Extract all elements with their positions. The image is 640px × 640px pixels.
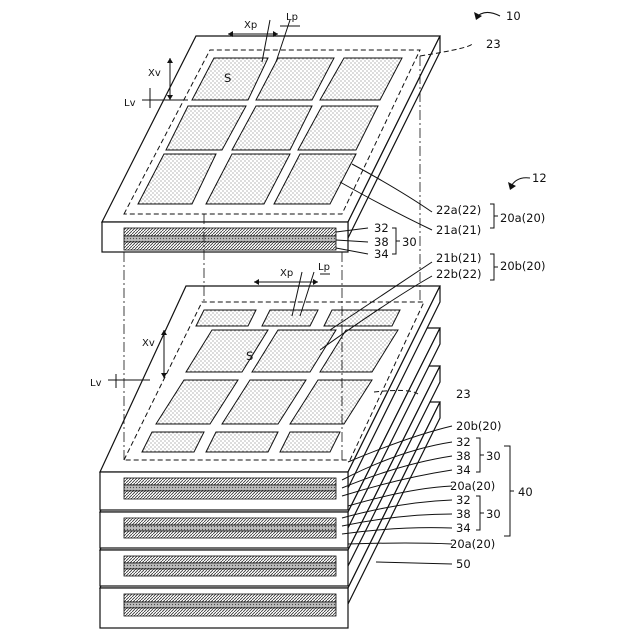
label-20b-mid: 20b(20): [456, 419, 502, 433]
label-10: 10: [506, 9, 521, 23]
label-32-top: 32: [374, 221, 389, 235]
label-32-b: 32: [456, 493, 471, 507]
label-30-a: 30: [486, 449, 501, 463]
label-20a-top: 20a(20): [500, 211, 545, 225]
label-21b: 21b(21): [436, 251, 482, 265]
label-34-a: 34: [456, 463, 471, 477]
label-lv-bot: Lv: [90, 378, 102, 389]
label-xv-bot: Xv: [142, 338, 155, 349]
label-lp-top: Lp: [286, 12, 298, 23]
label-s-top: S: [224, 71, 231, 85]
label-30-b: 30: [486, 507, 501, 521]
label-20b-top: 20b(20): [500, 259, 546, 273]
label-34-b: 34: [456, 521, 471, 535]
label-38-a: 38: [456, 449, 471, 463]
label-38-b: 38: [456, 507, 471, 521]
label-32-a: 32: [456, 435, 471, 449]
label-23-top: 23: [486, 37, 501, 51]
label-xv-top: Xv: [148, 68, 161, 79]
label-30-top: 30: [402, 235, 417, 249]
label-lv-top: Lv: [124, 98, 136, 109]
label-50: 50: [456, 557, 471, 571]
label-22a: 22a(22): [436, 203, 481, 217]
label-lp-bot: Lp: [318, 262, 330, 273]
label-20a-bot: 20a(20): [450, 537, 495, 551]
label-22b: 22b(22): [436, 267, 482, 281]
label-xp-top: Xp: [244, 20, 257, 31]
label-12: 12: [532, 171, 547, 185]
label-34-top: 34: [374, 247, 389, 261]
label-21a: 21a(21): [436, 223, 481, 237]
label-40: 40: [518, 485, 533, 499]
label-23-mid: 23: [456, 387, 471, 401]
label-s-bot: S: [246, 349, 253, 363]
label-xp-bot: Xp: [280, 268, 293, 279]
label-20a-mid: 20a(20): [450, 479, 495, 493]
